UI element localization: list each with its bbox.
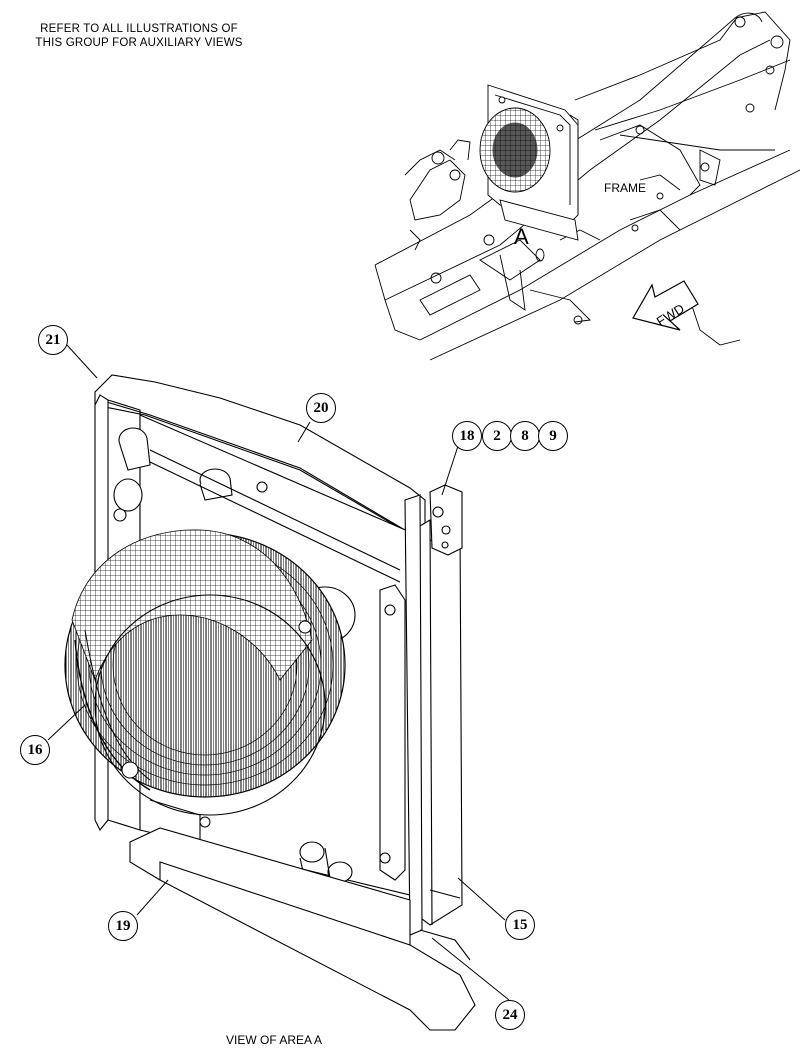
frame-label: FRAME [604,181,646,195]
callout-16: 16 [20,735,50,765]
callout-18: 18 [452,421,482,451]
callout-9: 9 [538,421,568,451]
area-a-label: A [514,224,529,249]
callout-20: 20 [306,393,336,423]
callout-15: 15 [505,910,535,940]
callout-24: 24 [495,1000,525,1030]
frame-overview [374,11,801,361]
callout-21: 21 [38,325,68,355]
fan-shroud [64,529,346,828]
callout-19: 19 [108,911,138,941]
leader-lines [47,344,510,1001]
view-of-area-label: VIEW OF AREA A [226,1033,323,1047]
reference-note-line-1: REFER TO ALL ILLUSTRATIONS OF [40,23,238,35]
radiator-overview [479,84,579,241]
reference-note: REFER TO ALL ILLUSTRATIONS OF THIS GROUP… [14,22,264,50]
reference-note-line-2: THIS GROUP FOR AUXILIARY VIEWS [35,37,243,49]
callout-8: 8 [510,421,540,451]
callout-2: 2 [482,421,512,451]
fwd-arrow: FWD [632,280,699,331]
